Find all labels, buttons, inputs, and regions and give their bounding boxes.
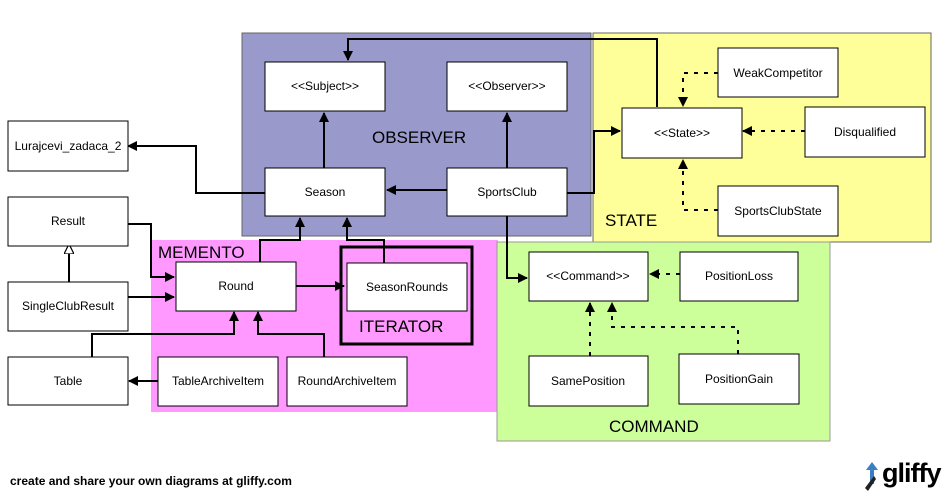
svg-text:<<Observer>>: <<Observer>> (468, 79, 545, 93)
svg-text:WeakCompetitor: WeakCompetitor (733, 66, 822, 80)
label-command: COMMAND (609, 417, 699, 436)
node-lurajcevi[interactable]: Lurajcevi_zadaca_2 (7, 120, 129, 172)
label-iterator: ITERATOR (359, 317, 443, 336)
svg-text:SamePosition: SamePosition (551, 374, 625, 388)
node-subject[interactable]: <<Subject>> (264, 61, 386, 112)
node-season[interactable]: Season (264, 167, 386, 217)
label-state: STATE (605, 211, 657, 230)
region-iterator (339, 245, 474, 346)
svg-text:<<Command>>: <<Command>> (546, 269, 629, 283)
node-tablearchiveitem[interactable]: TableArchiveItem (157, 356, 279, 407)
label-observer: OBSERVER (372, 128, 466, 147)
label-memento: MEMENTO (158, 243, 245, 262)
node-positionloss[interactable]: PositionLoss (679, 251, 799, 302)
svg-text:Round: Round (218, 279, 253, 293)
node-round[interactable]: Round (175, 261, 297, 312)
node-roundarchiveitem[interactable]: RoundArchiveItem (286, 356, 408, 407)
node-sportsclub[interactable]: SportsClub (446, 167, 568, 217)
svg-text:Result: Result (51, 214, 86, 228)
node-seasonrounds[interactable]: SeasonRounds (346, 262, 468, 312)
svg-text:Disqualified: Disqualified (834, 125, 896, 139)
node-command[interactable]: <<Command>> (528, 251, 649, 302)
node-singleclubresult[interactable]: SingleClubResult (7, 281, 129, 332)
svg-text:PositionGain: PositionGain (705, 372, 773, 386)
node-weakcompetitor[interactable]: WeakCompetitor (717, 47, 839, 98)
node-disqualified[interactable]: Disqualified (804, 106, 926, 158)
svg-text:Season: Season (305, 185, 346, 199)
svg-text:<<State>>: <<State>> (654, 126, 710, 140)
node-positiongain[interactable]: PositionGain (678, 353, 800, 405)
dashed-edges (585, 72, 805, 356)
node-observer[interactable]: <<Observer>> (446, 61, 568, 112)
node-sportsclubstate[interactable]: SportsClubState (717, 185, 839, 237)
node-result[interactable]: Result (7, 196, 129, 247)
footer-text[interactable]: create and share your own diagrams at gl… (10, 474, 292, 488)
svg-text:SportsClub: SportsClub (477, 185, 537, 199)
gliffy-logo[interactable]: gliffy (862, 458, 944, 494)
svg-text:TableArchiveItem: TableArchiveItem (172, 374, 264, 388)
node-table[interactable]: Table (7, 356, 129, 406)
svg-text:<<Subject>>: <<Subject>> (291, 79, 359, 93)
svg-text:PositionLoss: PositionLoss (705, 269, 773, 283)
gliffy-logo-icon (865, 462, 878, 491)
svg-text:RoundArchiveItem: RoundArchiveItem (298, 374, 397, 388)
gliffy-logo-text: gliffy (882, 458, 941, 488)
svg-text:Table: Table (54, 374, 83, 388)
svg-text:SingleClubResult: SingleClubResult (22, 299, 115, 313)
edges (69, 38, 658, 386)
node-sameposition[interactable]: SamePosition (528, 355, 649, 407)
node-state[interactable]: <<State>> (621, 107, 743, 159)
svg-text:Lurajcevi_zadaca_2: Lurajcevi_zadaca_2 (15, 139, 122, 153)
svg-text:SportsClubState: SportsClubState (734, 204, 822, 218)
svg-text:SeasonRounds: SeasonRounds (366, 280, 448, 294)
